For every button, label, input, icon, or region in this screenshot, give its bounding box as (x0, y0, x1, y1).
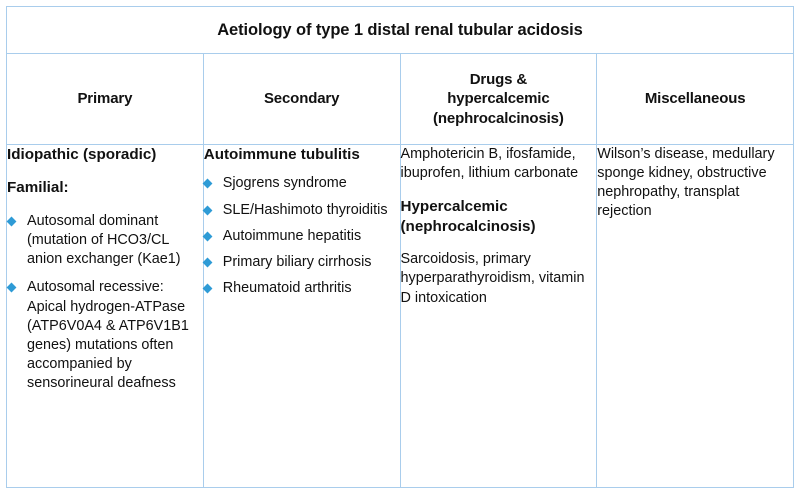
list-item: SLE/Hashimoto thyroiditis (202, 201, 400, 220)
list-item-label: Sjogrens syndrome (222, 175, 347, 192)
list-item-label: Autosomal dominant (mutation of HCO3/CL … (27, 212, 181, 268)
list-item: Autosomal recessive: Apical hydrogen-ATP… (6, 278, 203, 393)
diamond-bullet-icon (202, 283, 213, 294)
cell-drugs-hypercalcemic: Amphotericin B, ifosfamide, ibuprofen, l… (399, 144, 598, 488)
diamond-bullet-icon (202, 257, 213, 268)
aetiology-table: Aetiology of type 1 distal renal tubular… (6, 6, 794, 488)
aetiology-table-container: Aetiology of type 1 distal renal tubular… (6, 6, 794, 488)
list-item: Sjogrens syndrome (202, 174, 400, 193)
secondary-heading-autoimmune-tubulitis: Autoimmune tubulitis (203, 146, 360, 163)
column-header-secondary: Secondary (202, 53, 401, 145)
list-item-label: Autoimmune hepatitis (222, 227, 362, 244)
drugs-paragraph-1: Amphotericin B, ifosfamide, ibuprofen, l… (400, 146, 579, 182)
diamond-bullet-icon (202, 205, 213, 216)
list-item-label: Autosomal recessive: Apical hydrogen-ATP… (27, 279, 189, 392)
list-item: Autosomal dominant (mutation of HCO3/CL … (6, 212, 203, 269)
list-item: Autoimmune hepatitis (202, 227, 400, 246)
cell-miscellaneous: Wilson’s disease, medullary sponge kidne… (596, 144, 794, 488)
diamond-bullet-icon (202, 231, 213, 242)
cell-primary: Idiopathic (sporadic) Familial: Autosoma… (6, 144, 204, 488)
table-body-row: Idiopathic (sporadic) Familial: Autosoma… (6, 144, 794, 488)
cell-secondary: Autoimmune tubulitis Sjogrens syndrome S… (202, 144, 401, 488)
column-header-primary: Primary (6, 53, 204, 145)
diamond-bullet-icon (6, 282, 17, 293)
diamond-bullet-icon (6, 216, 17, 227)
primary-heading-familial: Familial: (7, 179, 69, 197)
table-title-row: Aetiology of type 1 distal renal tubular… (6, 6, 794, 54)
column-header-drugs-hypercalcemic: Drugs & hypercalcemic (nephrocalcinosis) (399, 53, 598, 145)
primary-bullet-list: Autosomal dominant (mutation of HCO3/CL … (6, 212, 203, 393)
list-item: Primary biliary cirrhosis (202, 253, 400, 272)
secondary-bullet-list: Sjogrens syndrome SLE/Hashimoto thyroidi… (202, 174, 400, 298)
list-item: Rheumatoid arthritis (202, 279, 400, 298)
drugs-heading-hypercalcemic: Hypercalcemic (nephrocalcinosis) (400, 198, 536, 235)
table-title: Aetiology of type 1 distal renal tubular… (6, 6, 794, 54)
column-header-miscellaneous: Miscellaneous (596, 53, 794, 145)
table-header-row: Primary Secondary Drugs & hypercalcemic … (6, 53, 794, 145)
diamond-bullet-icon (202, 179, 213, 189)
column-header-drugs-line3: (nephrocalcinosis) (433, 109, 564, 127)
list-item-label: SLE/Hashimoto thyroiditis (222, 201, 388, 218)
column-header-drugs-line1: Drugs & (469, 70, 528, 88)
drugs-paragraph-2: Sarcoidosis, primary hyperparathyroidism… (400, 251, 585, 306)
miscellaneous-paragraph: Wilson’s disease, medullary sponge kidne… (597, 146, 775, 220)
list-item-label: Primary biliary cirrhosis (222, 253, 372, 270)
primary-heading-idiopathic: Idiopathic (sporadic) (7, 146, 157, 163)
column-header-drugs-line2: hypercalcemic (447, 90, 550, 108)
list-item-label: Rheumatoid arthritis (222, 280, 352, 297)
